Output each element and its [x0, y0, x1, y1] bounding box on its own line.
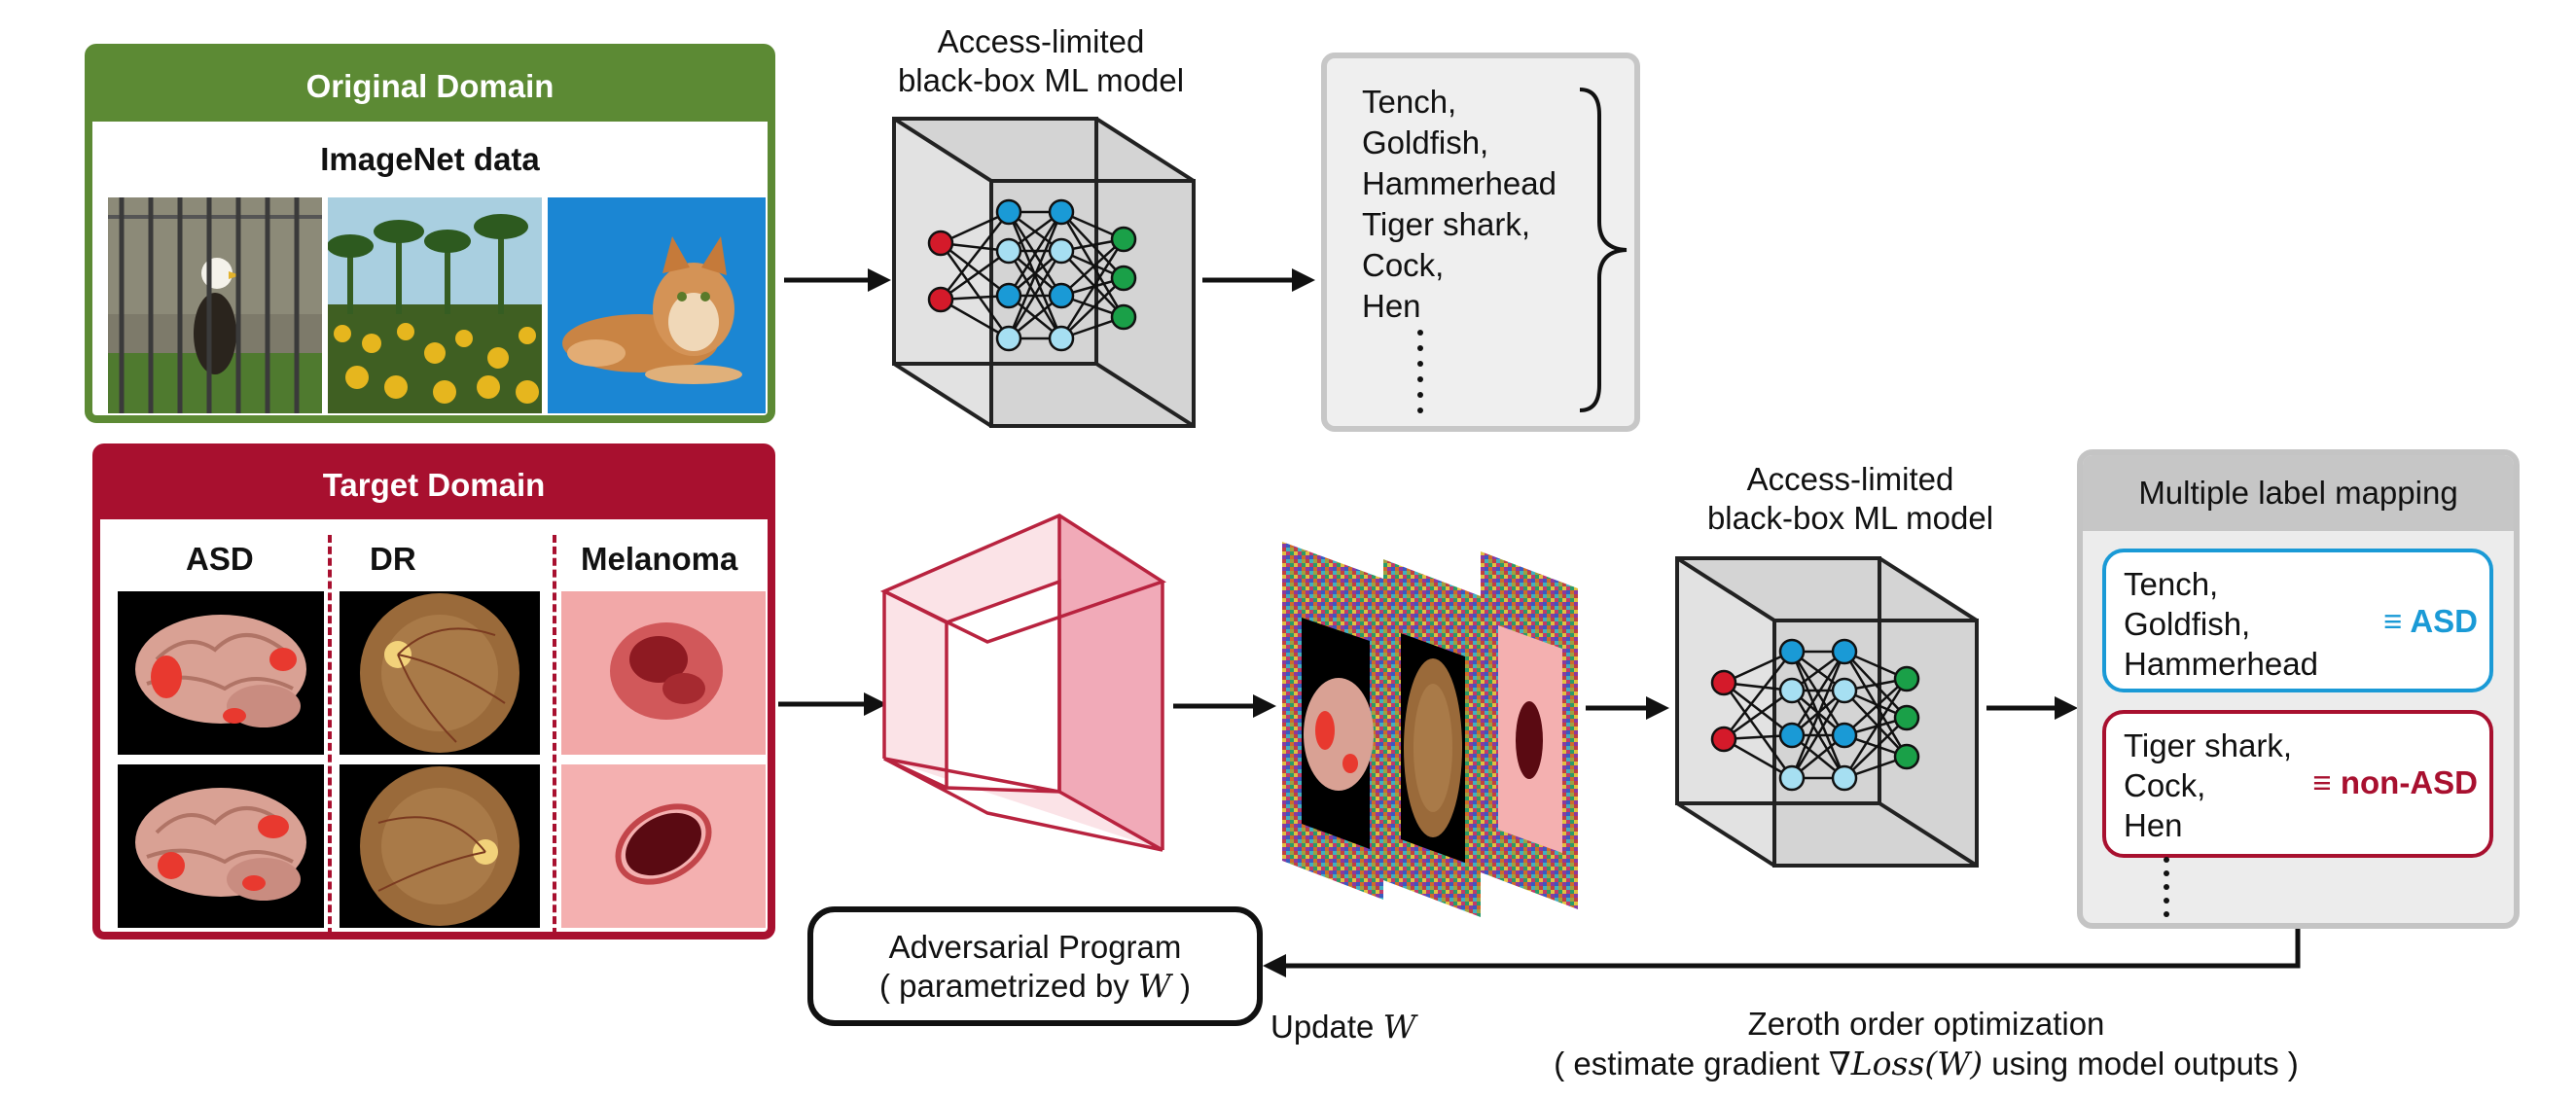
column-label-melanoma: Melanoma [581, 541, 738, 577]
mapped-class-label: Tench, [2124, 566, 2219, 602]
adversarial-program-frame [880, 514, 1166, 852]
top-model-title-line2: black-box ML model [897, 62, 1185, 98]
curly-brace [1579, 88, 1628, 412]
sunflower-field-image [328, 197, 542, 413]
arrow-to-programmed-images [1173, 694, 1276, 718]
bottom-model-title-line1: Access-limited [1746, 461, 1954, 497]
class-label: Goldfish, [1362, 124, 1489, 160]
arrow-to-top-model [784, 268, 891, 292]
label-mapping-title: Multiple label mapping [2083, 455, 2514, 531]
brain-scan-image [118, 591, 324, 755]
arrow-to-adversarial-program [778, 692, 887, 716]
programmed-image-dr [1383, 559, 1481, 917]
column-label-asd: ASD [186, 541, 254, 577]
programmed-images-stack [1282, 542, 1578, 917]
mapped-class-label: Cock, [2124, 767, 2206, 803]
retina-fundus-image [340, 764, 540, 928]
arrow-to-label-mapping [1986, 696, 2078, 720]
asd-target-label: ASD [2410, 603, 2478, 639]
mapped-class-label: Hammerhead [2124, 646, 2318, 682]
param-w: W [1137, 966, 1171, 1005]
brain-scan-image [118, 764, 324, 928]
feedback-arrow [1263, 929, 2301, 977]
column-divider [553, 535, 556, 936]
non-asd-label-group: Tiger shark, Cock, Hen ≡ non-ASD [2102, 710, 2493, 858]
melanoma-image [561, 764, 766, 928]
column-divider [328, 535, 332, 936]
zeroth-order-detail: ( estimate gradient ∇Loss(W) using model… [1554, 1045, 2299, 1082]
adversarial-program-title: Adversarial Program [888, 928, 1182, 965]
mapped-class-label: Tiger shark, [2124, 727, 2292, 763]
imagenet-data-label: ImageNet data [320, 141, 540, 177]
class-label: Hen [1362, 288, 1421, 324]
retina-fundus-image [340, 591, 540, 755]
class-label: Cock, [1362, 247, 1445, 283]
mapped-class-label: Goldfish, [2124, 606, 2251, 642]
vertical-ellipsis [1417, 330, 1423, 413]
gradient-expression: ∇Loss(W) [1828, 1045, 1984, 1082]
class-label: Tiger shark, [1362, 206, 1530, 242]
bottom-model-title-line2: black-box ML model [1706, 500, 1994, 536]
bottom-black-box-model [1675, 556, 1979, 868]
non-asd-target-label: non-ASD [2340, 764, 2478, 800]
zeroth-order-title: Zeroth order optimization [1747, 1006, 2105, 1042]
equiv-symbol: ≡ [2312, 764, 2332, 800]
vertical-ellipsis [2164, 857, 2169, 917]
update-w-label: Update W [1270, 1008, 1416, 1046]
column-label-dr: DR [370, 541, 416, 577]
class-label: Tench, [1362, 84, 1457, 120]
class-label: Hammerhead [1362, 165, 1556, 201]
original-domain-panel: Original Domain ImageNet data [85, 44, 775, 423]
programmed-image-melanoma [1481, 551, 1578, 909]
label-mapping-panel: Multiple label mapping Tench, Goldfish, … [2077, 449, 2520, 929]
original-domain-title: Original Domain [92, 52, 768, 122]
arrow-to-bottom-model [1586, 696, 1669, 720]
equiv-symbol: ≡ [2383, 603, 2403, 639]
cat-image [548, 197, 766, 413]
mapped-class-label: Hen [2124, 807, 2183, 843]
melanoma-image [561, 591, 766, 755]
eagle-image [108, 197, 322, 413]
top-model-title-line1: Access-limited [937, 23, 1145, 59]
asd-label-group: Tench, Goldfish, Hammerhead ≡ ASD [2102, 549, 2493, 692]
imagenet-class-list-panel: Tench, Goldfish, Hammerhead Tiger shark,… [1321, 53, 1640, 432]
arrow-to-class-list [1202, 268, 1315, 292]
programmed-image-asd [1282, 542, 1383, 900]
adversarial-program-box: Adversarial Program ( parametrized by W … [807, 906, 1263, 1026]
target-domain-panel: Target Domain ASD DR Melanoma [92, 443, 775, 939]
target-domain-title: Target Domain [100, 451, 768, 519]
top-black-box-model [892, 117, 1196, 428]
adversarial-program-param-line: ( parametrized by W ) [878, 966, 1192, 1005]
